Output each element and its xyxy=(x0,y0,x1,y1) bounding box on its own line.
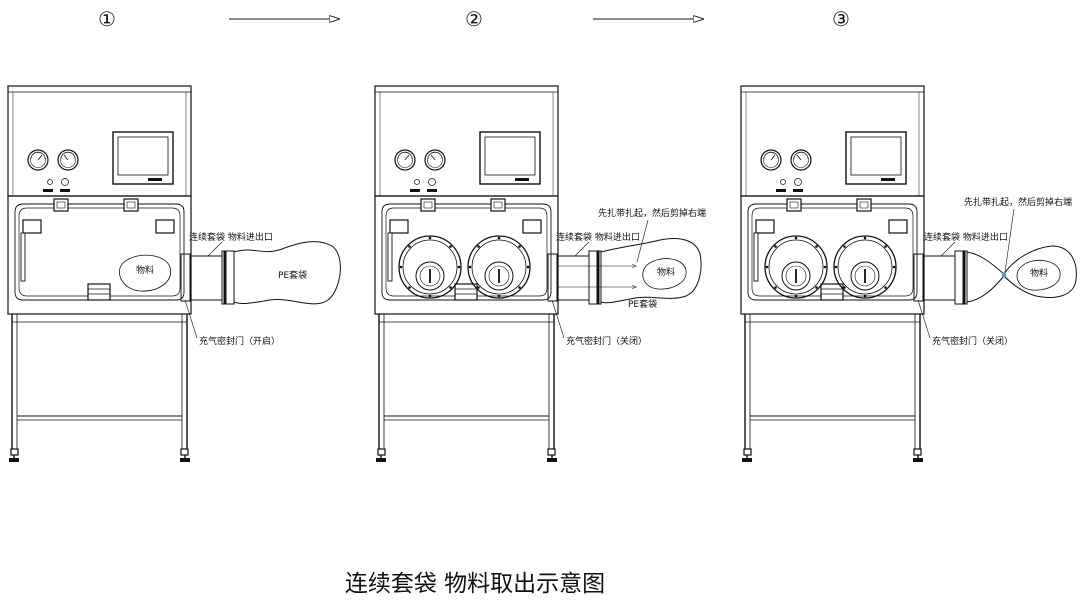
step-3-door-leader xyxy=(917,299,931,339)
step-1-door-label: 充气密封门（开启） xyxy=(199,335,280,347)
step-3-bag-port xyxy=(913,245,1077,305)
step-2-door-label: 充气密封门（关闭） xyxy=(566,335,647,347)
step-3-glove-port-right xyxy=(833,235,897,299)
step-2-door-leader xyxy=(551,299,565,339)
step-1-bag-port-leader xyxy=(207,241,223,257)
step-2-bag-port-label: 连续套袋 物料进出口 xyxy=(556,231,640,243)
step-2-material-label: 物料 xyxy=(657,266,675,278)
step-3-material-label: 物料 xyxy=(1030,267,1048,279)
step-3-glove-port-left xyxy=(764,235,828,299)
step-3-tie-leader xyxy=(1004,208,1015,273)
step-2-glove-port-right xyxy=(467,235,531,299)
step-3-door-label: 充气密封门（关闭） xyxy=(932,335,1013,347)
step-2-isolator xyxy=(374,85,559,463)
step-2-bag-port xyxy=(547,238,702,305)
step-3-isolator xyxy=(740,85,925,463)
step-2-tie-leader xyxy=(636,219,649,263)
step-1-isolator xyxy=(7,85,192,463)
diagram-caption: 连续套袋 物料取出示意图 xyxy=(345,571,605,597)
step-3-number: ③ xyxy=(832,7,850,31)
step-3-tie-point xyxy=(1001,272,1007,278)
step-1-bag-port-label: 连续套袋 物料进出口 xyxy=(189,231,273,243)
step-1-material-outline xyxy=(119,254,171,292)
step-3-tie-label: 先扎带扎起，然后剪掉右端 xyxy=(964,196,1072,208)
step-1-door-leader xyxy=(184,299,198,339)
step-2-glove-port-left xyxy=(398,235,462,299)
step-2-tie-label: 先扎带扎起，然后剪掉右端 xyxy=(598,207,706,219)
step-2-bag-port-leader xyxy=(574,241,590,257)
step-3-bag-port-leader xyxy=(940,241,956,257)
step-1-bag-label: PE套袋 xyxy=(278,269,307,281)
step-2-bag-label: PE套袋 xyxy=(628,298,657,310)
step-2-number: ② xyxy=(465,7,483,31)
step-2-material-outline xyxy=(642,258,687,290)
step-1-material-label: 物料 xyxy=(136,264,154,276)
step-1-number: ① xyxy=(98,7,116,31)
step-1-bag-port xyxy=(119,241,341,305)
step-3-material-outline xyxy=(1016,259,1061,291)
step-3-bag-port-label: 连续套袋 物料进出口 xyxy=(924,231,1008,243)
